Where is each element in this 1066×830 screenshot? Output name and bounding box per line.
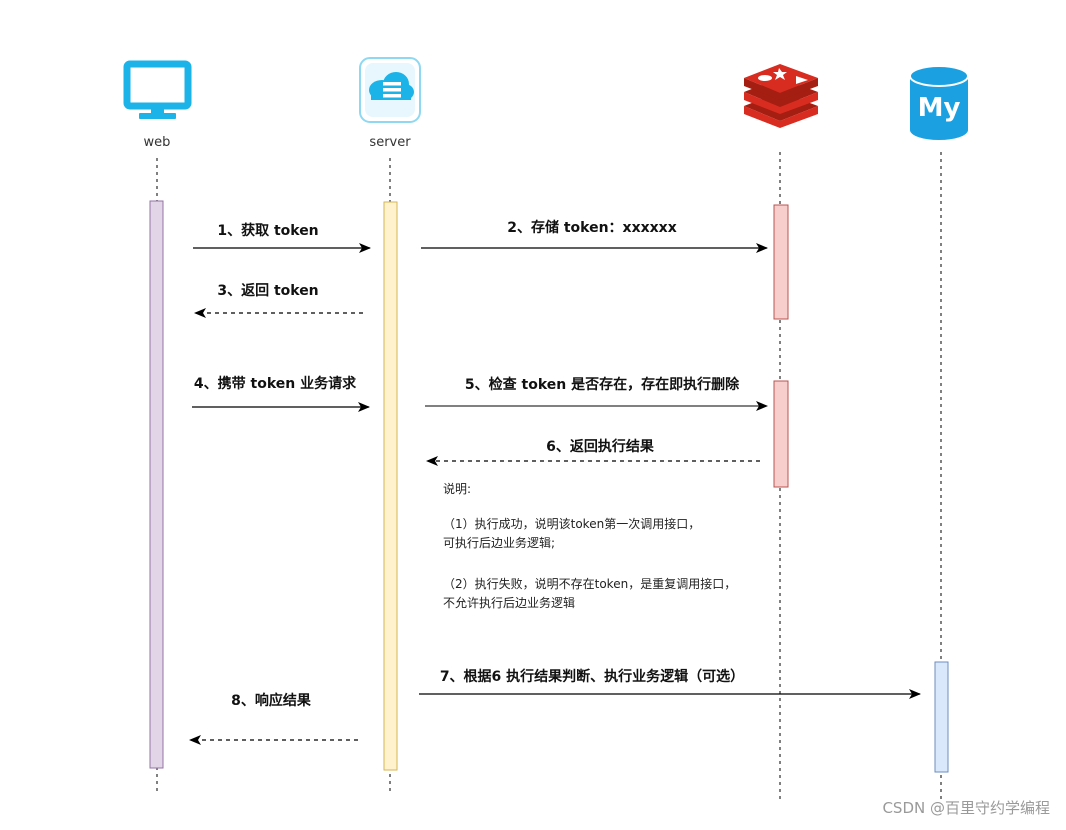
message-label-4: 4、携带 token 业务请求 [194, 375, 357, 392]
note-line-4: 不允许执行后边业务逻辑 [443, 595, 575, 610]
message-label-8: 8、响应结果 [231, 692, 312, 709]
activation-bar-redis-1 [773, 204, 789, 320]
activation-bar-web [149, 200, 164, 769]
note-title: 说明: [443, 481, 471, 496]
message-label-7: 7、根据6 执行结果判断、执行业务逻辑（可选） [440, 668, 744, 685]
message-label-3: 3、返回 token [217, 282, 318, 299]
monitor-icon [123, 60, 192, 119]
mysql-icon-text: My [918, 93, 961, 123]
note-line-1: （1）执行成功，说明该token第一次调用接口， [443, 516, 700, 531]
note-line-2: 可执行后边业务逻辑; [443, 535, 555, 550]
activation-bar-mysql [934, 661, 949, 773]
message-label-5: 5、检查 token 是否存在，存在即执行删除 [465, 376, 740, 393]
message-label-2: 2、存储 token：xxxxxx [507, 219, 677, 236]
activation-bar-server [383, 201, 398, 771]
redis-icon [744, 64, 818, 128]
participant-label-server: server [369, 135, 411, 150]
cloud-server-icon [359, 57, 421, 123]
participant-label-web: web [144, 135, 171, 150]
note: 说明: （1）执行成功，说明该token第一次调用接口， 可执行后边业务逻辑; … [443, 481, 736, 610]
message-label-1: 1、获取 token [217, 222, 318, 239]
watermark: CSDN @百里守约学编程 [882, 799, 1050, 817]
message-label-6: 6、返回执行结果 [546, 438, 655, 455]
mysql-icon: My [909, 65, 969, 140]
activation-bar-redis-2 [773, 380, 789, 488]
note-line-3: （2）执行失败，说明不存在token，是重复调用接口， [443, 576, 736, 591]
